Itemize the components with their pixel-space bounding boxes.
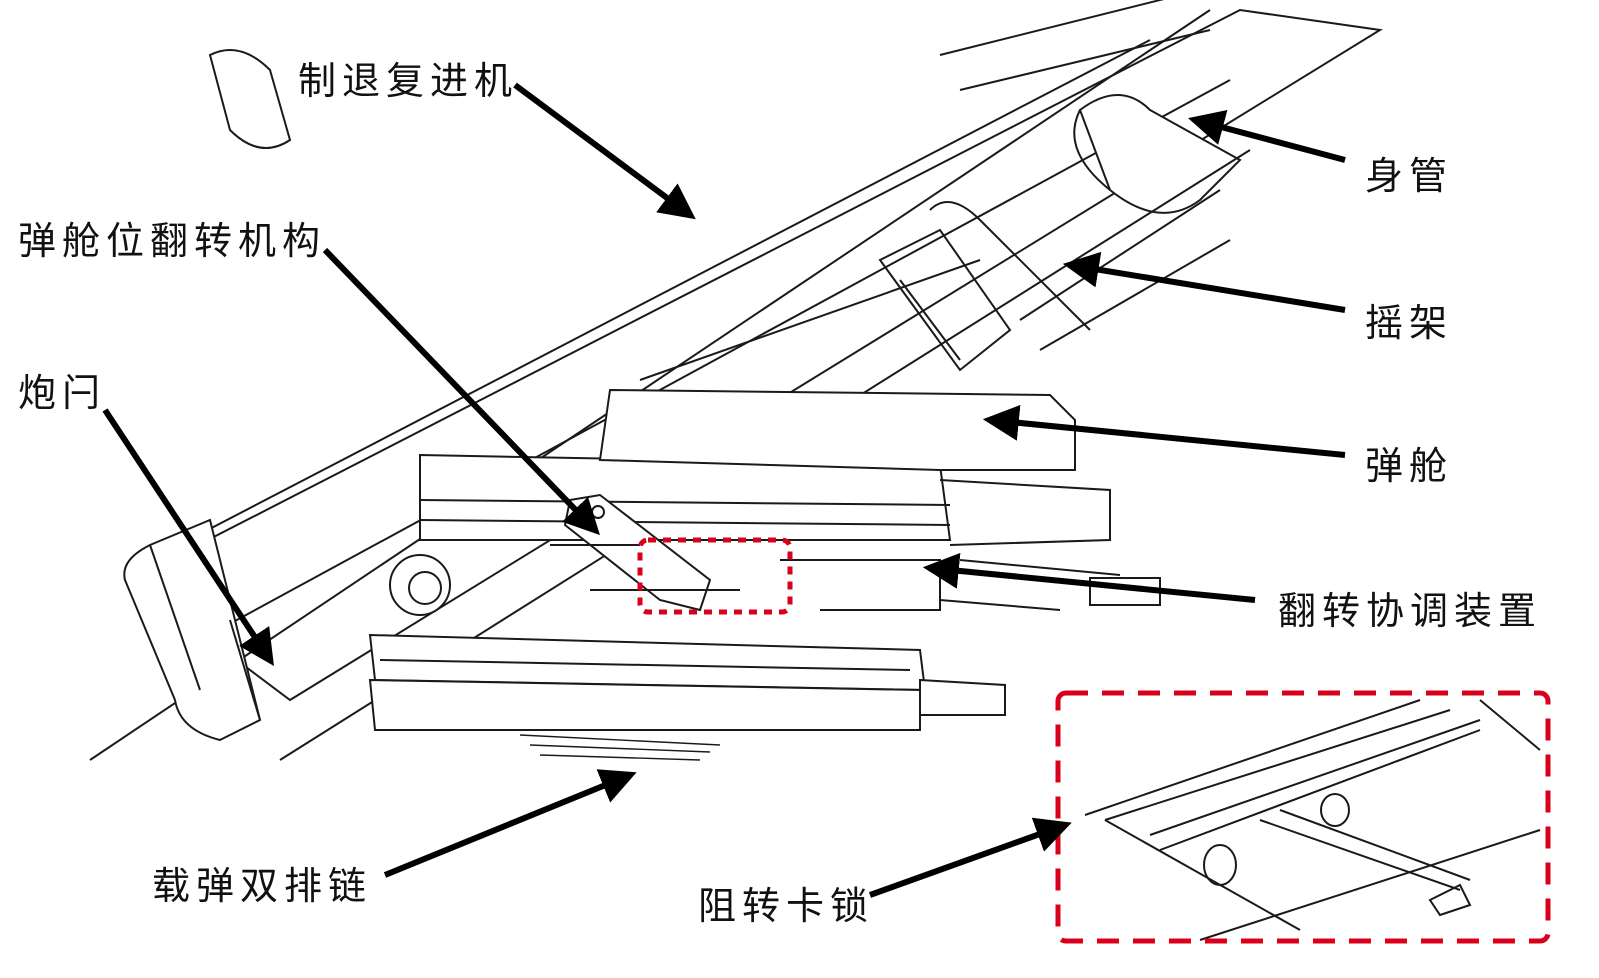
label-cradle: 摇架 — [1365, 301, 1454, 345]
label-magazine-flip-mechanism: 弹舱位翻转机构 — [18, 219, 327, 263]
arrow-magazine — [982, 404, 1346, 458]
magazine-drawing — [419, 388, 1161, 611]
cradle-drawing — [639, 189, 1231, 381]
arrow-magazine-flip — [322, 247, 600, 536]
arrow-double-row-chain — [383, 769, 637, 878]
anti-rotation-lock-inset-drawing — [1084, 699, 1541, 941]
anti-rotation-lock-inset-box — [1055, 690, 1551, 944]
double-row-chain-drawing — [368, 633, 1006, 761]
label-flip-coordination-device: 翻转协调装置 — [1278, 589, 1543, 633]
arrow-recoil-mechanism — [513, 82, 696, 220]
label-recoil-mechanism: 制退复进机 — [298, 59, 519, 103]
label-breech: 炮闩 — [18, 371, 107, 415]
label-magazine: 弹舱 — [1365, 444, 1454, 488]
label-double-row-chain: 载弹双排链 — [152, 864, 373, 908]
label-anti-rotation-lock: 阻转卡锁 — [698, 884, 875, 928]
flip-coordination-highlight-box — [637, 537, 793, 615]
arrow-cradle — [1062, 251, 1346, 313]
breech-drawing — [123, 518, 451, 742]
arrow-barrel — [1188, 110, 1346, 163]
arrow-breech — [102, 408, 274, 667]
arrow-flip-coordination — [922, 552, 1256, 603]
label-barrel: 身管 — [1365, 154, 1454, 198]
arrow-anti-rotation-lock — [868, 817, 1072, 898]
